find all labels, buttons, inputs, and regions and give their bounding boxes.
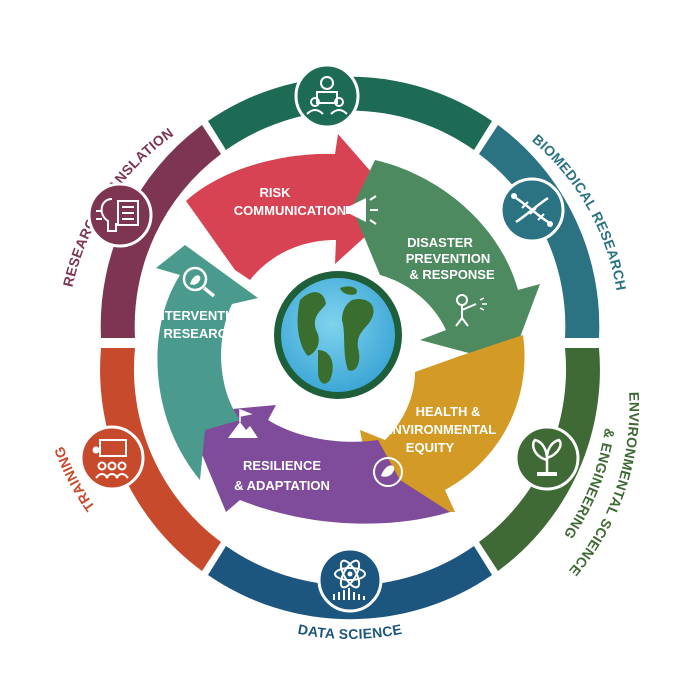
health-label-line-2: ENVIRONMENTAL bbox=[384, 422, 496, 437]
brain-document-icon bbox=[87, 182, 153, 248]
arrow-risk-communication bbox=[186, 134, 400, 280]
health-label-line-1: HEALTH & bbox=[416, 404, 481, 419]
arrow-intervention-research bbox=[156, 245, 258, 480]
ring-segment-environmental bbox=[479, 348, 600, 571]
arrow-resilience-adaptation bbox=[196, 405, 450, 524]
intervention-label-line-2: RESEARCH bbox=[164, 326, 237, 341]
resilience-label-line-1: RESILIENCE bbox=[243, 458, 321, 473]
disaster-label-line-2: PREVENTION bbox=[406, 251, 491, 266]
label-data-science: DATA SCIENCE bbox=[297, 621, 404, 642]
ring-segment-data bbox=[208, 546, 492, 620]
intervention-label-line-1: INTERVENTION bbox=[152, 308, 249, 323]
health-label-line-3: EQUITY bbox=[406, 440, 455, 455]
atom-icon bbox=[317, 547, 383, 613]
plant-icon bbox=[514, 425, 580, 491]
disaster-label-line-3: & RESPONSE bbox=[409, 267, 495, 282]
community-engagement-icon bbox=[294, 63, 360, 129]
dna-icon bbox=[499, 177, 565, 243]
classroom-icon bbox=[79, 425, 145, 491]
risk-label-line-1: RISK bbox=[259, 185, 291, 200]
ring-segment-training bbox=[100, 348, 221, 571]
leaf-hands-icon bbox=[373, 457, 403, 487]
disaster-label-line-1: DISASTER bbox=[407, 235, 473, 250]
ring-segment-biomedical bbox=[479, 125, 600, 338]
arrow-disaster-prevention bbox=[352, 160, 540, 364]
mountain-flag-icon bbox=[228, 408, 258, 438]
resilience-label-line-2: & ADAPTATION bbox=[234, 478, 330, 493]
firefighter-icon bbox=[455, 294, 487, 327]
risk-label-line-2: COMMUNICATION bbox=[234, 203, 346, 218]
ring-segment-translation bbox=[100, 125, 221, 338]
globe-icon bbox=[268, 265, 408, 405]
megaphone-icon bbox=[346, 195, 378, 225]
magnifier-leaf-icon bbox=[182, 266, 216, 298]
ring-segment-community bbox=[208, 76, 492, 150]
